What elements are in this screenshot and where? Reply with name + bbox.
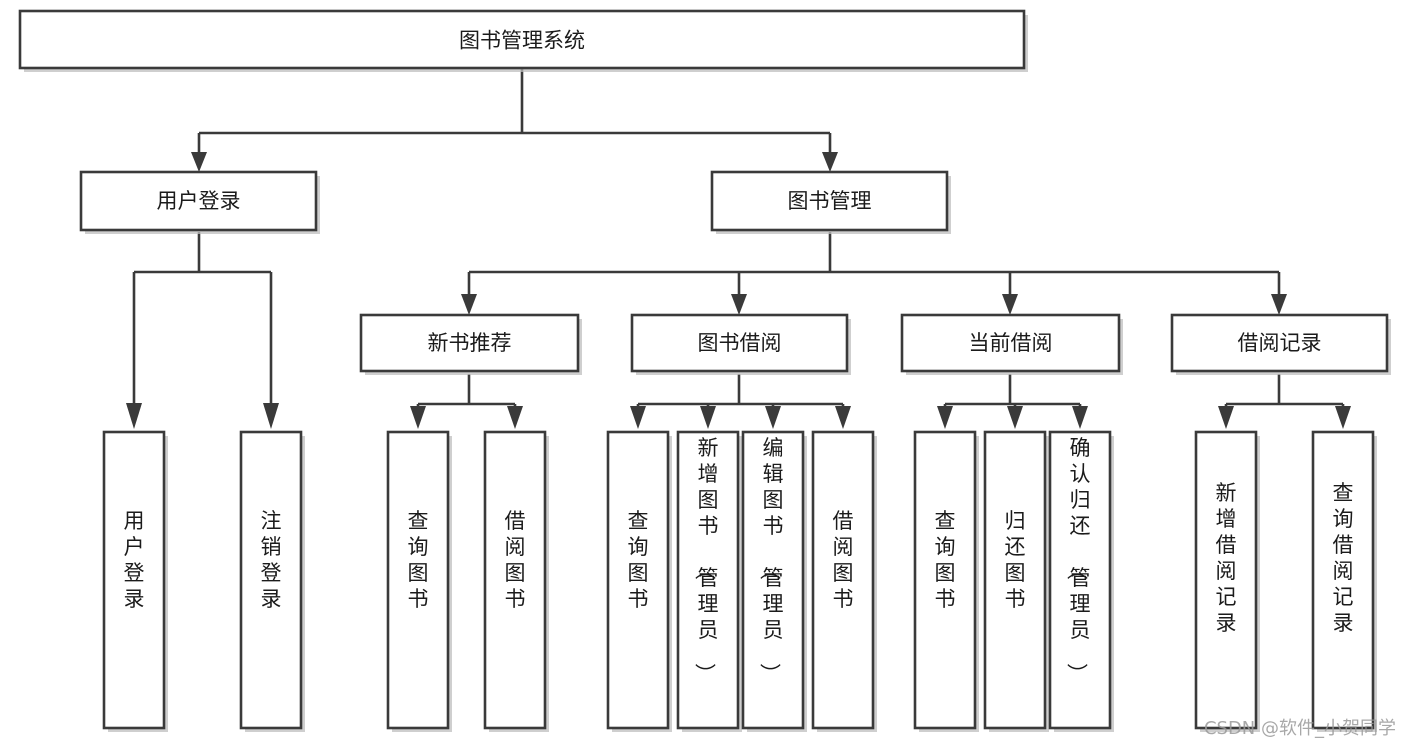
node-user-login[interactable]: 用户登录 bbox=[79, 170, 320, 234]
arrow-head-leaf-query-book-2 bbox=[630, 406, 646, 429]
arrow-head-leaf-query-book-3 bbox=[937, 406, 953, 429]
leaf-query-book-1-box bbox=[386, 430, 450, 730]
leaf-add-record-box bbox=[1194, 430, 1258, 730]
node-borrow-record-label: 借阅记录 bbox=[1238, 331, 1322, 355]
leaf-user-login[interactable]: 用户登录 bbox=[102, 430, 168, 732]
node-user-login-box bbox=[79, 170, 318, 232]
leaf-query-book-3-box bbox=[913, 430, 977, 730]
arrow-head-leaf-borrow-book-2 bbox=[835, 406, 851, 429]
leaf-confirm-return[interactable]: 确认归还（管理员） bbox=[1048, 430, 1114, 732]
node-root-label: 图书管理系统 bbox=[459, 29, 585, 53]
leaf-edit-book-box bbox=[741, 430, 805, 730]
leaf-borrow-book-2[interactable]: 借阅图书 bbox=[811, 430, 877, 732]
leaf-add-record-label: 新增借阅记录 bbox=[1216, 481, 1237, 635]
node-new-book-rec-label: 新书推荐 bbox=[428, 331, 512, 355]
leaf-query-book-1[interactable]: 查询图书 bbox=[386, 430, 452, 732]
leaf-edit-book[interactable]: 编辑图书（管理员） bbox=[741, 430, 807, 732]
arrow-head-book-manage bbox=[822, 152, 838, 172]
leaf-borrow-book-1[interactable]: 借阅图书 bbox=[483, 430, 549, 732]
leaf-add-record[interactable]: 新增借阅记录 bbox=[1194, 430, 1260, 732]
arrow-head-leaf-query-book-1 bbox=[410, 406, 426, 429]
node-book-borrow-label: 图书借阅 bbox=[698, 331, 782, 355]
leaf-query-book-2-box bbox=[606, 430, 670, 730]
leaf-query-book-2-label: 查询图书 bbox=[628, 509, 649, 611]
arrow-head-leaf-edit-book bbox=[765, 406, 781, 429]
arrow-head-borrow-record bbox=[1271, 294, 1287, 315]
arrow-head-leaf-logout-login bbox=[263, 403, 279, 429]
leaf-logout-login-label: 注销登录 bbox=[261, 509, 282, 611]
node-book-manage[interactable]: 图书管理 bbox=[710, 170, 951, 234]
arrow-head-leaf-query-record bbox=[1335, 406, 1351, 429]
leaf-confirm-return-label: 确认归还（管理员） bbox=[1065, 436, 1091, 684]
leaf-query-book-3[interactable]: 查询图书 bbox=[913, 430, 979, 732]
leaf-borrow-book-1-box bbox=[483, 430, 547, 730]
connector-layer bbox=[126, 68, 1351, 429]
arrow-head-new-book-rec bbox=[461, 294, 477, 315]
arrow-head-leaf-user-login bbox=[126, 403, 142, 429]
leaf-query-book-3-label: 查询图书 bbox=[935, 509, 956, 611]
leaf-user-login-label: 用户登录 bbox=[124, 509, 145, 611]
node-user-login-label: 用户登录 bbox=[157, 189, 241, 213]
node-book-manage-box bbox=[710, 170, 949, 232]
arrow-head-current-borrow bbox=[1002, 294, 1018, 315]
node-borrow-record[interactable]: 借阅记录 bbox=[1170, 313, 1391, 375]
node-borrow-record-box bbox=[1170, 313, 1389, 373]
node-current-borrow[interactable]: 当前借阅 bbox=[900, 313, 1123, 375]
leaf-query-record-label: 查询借阅记录 bbox=[1333, 481, 1354, 635]
arrow-head-leaf-add-record bbox=[1218, 406, 1234, 429]
arrow-head-leaf-confirm-return bbox=[1072, 406, 1088, 429]
leaf-query-book-2[interactable]: 查询图书 bbox=[606, 430, 672, 732]
arrow-head-leaf-return-book bbox=[1007, 406, 1023, 429]
leaf-logout-login[interactable]: 注销登录 bbox=[239, 430, 305, 732]
node-root[interactable]: 图书管理系统 bbox=[18, 9, 1028, 72]
csdn-watermark: CSDN @软件_小贺同学 bbox=[1204, 718, 1396, 739]
leaf-query-book-1-label: 查询图书 bbox=[408, 509, 429, 611]
leaf-user-login-box bbox=[102, 430, 166, 730]
arrow-head-user-login bbox=[191, 152, 207, 172]
node-new-book-rec-box bbox=[359, 313, 580, 373]
leaf-add-book-box bbox=[676, 430, 740, 730]
leaf-logout-login-box bbox=[239, 430, 303, 730]
arrow-head-book-borrow bbox=[731, 294, 747, 315]
node-root-box bbox=[18, 9, 1026, 70]
leaf-borrow-book-1-label: 借阅图书 bbox=[505, 509, 526, 611]
leaf-return-book-label: 归还图书 bbox=[1005, 509, 1026, 611]
leaf-edit-book-label: 编辑图书（管理员） bbox=[758, 436, 784, 684]
node-new-book-rec[interactable]: 新书推荐 bbox=[359, 313, 582, 375]
node-current-borrow-box bbox=[900, 313, 1121, 373]
leaf-borrow-book-2-label: 借阅图书 bbox=[833, 509, 854, 611]
node-book-borrow-box bbox=[630, 313, 849, 373]
leaf-return-book-box bbox=[983, 430, 1047, 730]
leaf-borrow-book-2-box bbox=[811, 430, 875, 730]
node-current-borrow-label: 当前借阅 bbox=[969, 331, 1053, 355]
node-book-borrow[interactable]: 图书借阅 bbox=[630, 313, 851, 375]
node-book-manage-label: 图书管理 bbox=[788, 189, 872, 213]
arrow-head-leaf-borrow-book-1 bbox=[507, 406, 523, 429]
leaf-query-record-box bbox=[1311, 430, 1375, 730]
leaf-add-book-label: 新增图书（管理员） bbox=[693, 436, 719, 684]
leaf-add-book[interactable]: 新增图书（管理员） bbox=[676, 430, 742, 732]
leaf-return-book[interactable]: 归还图书 bbox=[983, 430, 1049, 732]
arrow-head-leaf-add-book bbox=[700, 406, 716, 429]
leaf-query-record[interactable]: 查询借阅记录 bbox=[1311, 430, 1377, 732]
leaf-confirm-return-box bbox=[1048, 430, 1112, 730]
